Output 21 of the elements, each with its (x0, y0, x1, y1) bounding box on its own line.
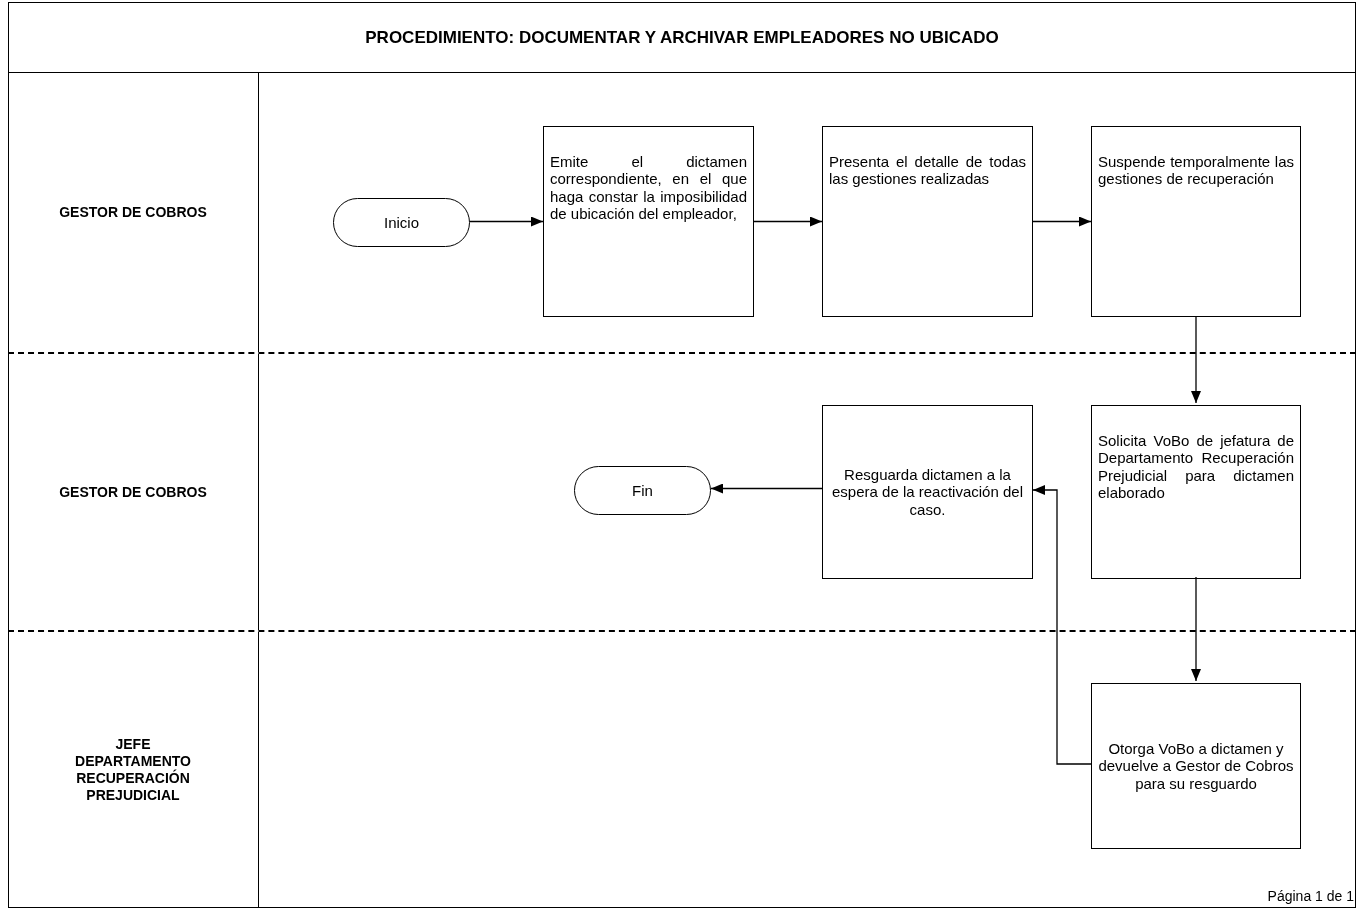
arrow (1032, 485, 1092, 765)
arrow (1032, 216, 1092, 227)
swimlane (8, 352, 1356, 630)
swimlane (8, 630, 1356, 908)
lane-label: JEFE DEPARTAMENTO RECUPERACIÓN PREJUDICIAL (74, 736, 192, 804)
arrow (710, 483, 823, 494)
terminator: Inicio (333, 198, 470, 247)
terminator: Fin (574, 466, 711, 515)
process-box: Suspende temporalmente las gestiones de recuperación (1091, 126, 1301, 317)
arrow (753, 216, 823, 227)
process-box: Presenta el detalle de todas las gestiones realizadas (822, 126, 1033, 317)
lane-label: GESTOR DE COBROS (58, 204, 208, 221)
arrow (469, 216, 544, 227)
process-box: Solicita VoBo de jefatura de Departamento Recuperación Prejudicial para dictamen elaborado (1091, 405, 1301, 579)
page-number: Página 1 de 1 (1267, 888, 1354, 904)
arrow (1191, 576, 1201, 682)
process-box: Otorga VoBo a dictamen y devuelve a Gestor de Cobros para su resguardo (1091, 683, 1301, 849)
process-box: Resguarda dictamen a la espera de la reactivación del caso. (822, 405, 1033, 579)
arrow (1191, 316, 1201, 404)
process-box: Emite el dictamen correspondiente, en el que haga constar la imposibilidad de ubicación del empleador, (543, 126, 754, 317)
lane-label: GESTOR DE COBROS (58, 483, 208, 501)
